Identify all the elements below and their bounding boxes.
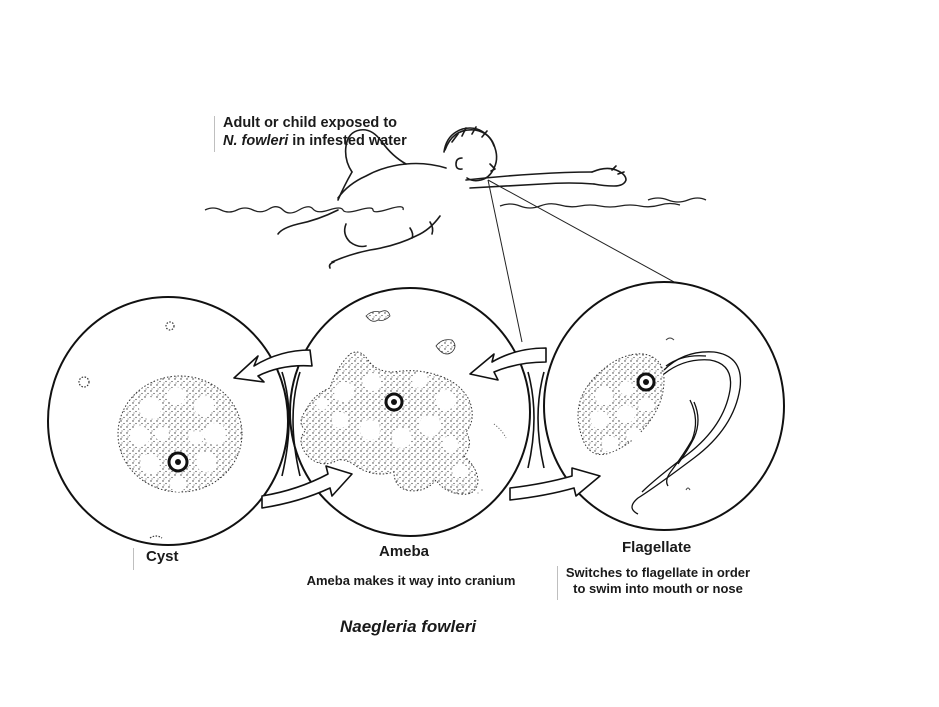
flagellate-caption-line2: to swim into mouth or nose (573, 581, 743, 596)
cyst-cell (78, 321, 243, 539)
species-abbrev: N. fowleri (223, 133, 289, 149)
flagellate-caption: Switches to flagellate in order to swim … (558, 565, 758, 597)
exposure-label-line1: Adult or child exposed to (223, 115, 398, 131)
stage-label-flagellate: Flagellate (622, 539, 692, 556)
divider-tick (133, 548, 134, 570)
exposure-label: Adult or child exposed to N. fowleri in … (223, 114, 453, 150)
exposure-label-line2: N. fowleri in infested water (223, 132, 453, 150)
cycle-arrows (233, 347, 601, 509)
flagellate-caption-line1: Switches to flagellate in order (565, 565, 751, 580)
species-title: Naegleria fowleri (340, 617, 477, 636)
ameba-caption: Ameba makes it way into cranium (306, 573, 516, 588)
stage-label-cyst: Cyst (146, 548, 179, 565)
ameba-cell (300, 310, 507, 497)
arrow-ameba-to-flagellate (509, 467, 601, 501)
stage-label-ameba: Ameba (379, 543, 430, 560)
divider-tick (214, 116, 215, 152)
swimmer-figure (277, 126, 627, 269)
flagellate-circle (543, 281, 785, 531)
arrow-ameba-to-cyst (233, 349, 313, 383)
divider-tick (557, 566, 558, 600)
arrow-flagellate-to-ameba (469, 347, 547, 381)
flagellate-cell (577, 337, 742, 515)
exposure-label-line2-rest: in infested water (288, 133, 407, 149)
flagella (631, 351, 742, 515)
water-surface (204, 197, 707, 214)
arrow-cyst-to-ameba (261, 465, 353, 509)
